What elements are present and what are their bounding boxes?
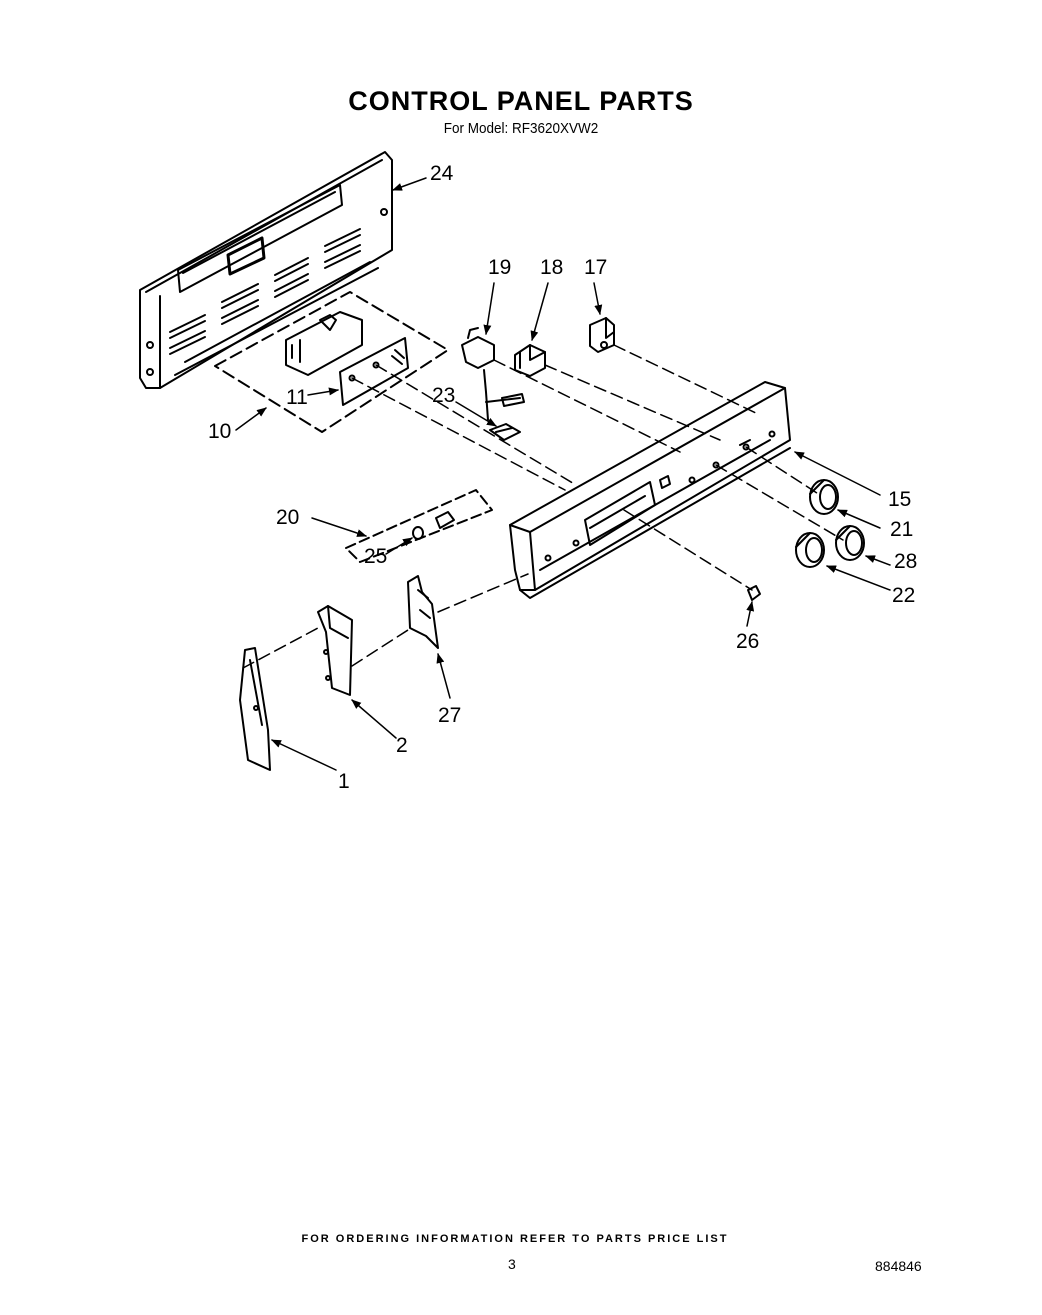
callout-1: 1 — [338, 770, 350, 793]
callout-27: 27 — [438, 704, 461, 727]
lamp-socket — [412, 511, 455, 540]
selector-switch — [514, 344, 546, 377]
thermostat — [589, 317, 615, 353]
callout-10: 10 — [208, 420, 231, 443]
callout-15: 15 — [888, 488, 911, 511]
wire-clip — [489, 423, 521, 441]
callout-22: 22 — [892, 584, 915, 607]
clip-26 — [747, 585, 761, 601]
knob-22 — [795, 532, 825, 568]
end-trim-1 — [239, 647, 271, 771]
end-cap-2 — [317, 605, 353, 696]
clock-timer — [285, 311, 409, 406]
callout-20: 20 — [276, 506, 299, 529]
callout-25: 25 — [364, 545, 387, 568]
callout-24: 24 — [430, 162, 454, 185]
callout-17: 17 — [584, 256, 607, 279]
callout-26: 26 — [736, 630, 759, 653]
control-panel-channel — [509, 381, 791, 599]
callout-28: 28 — [894, 550, 917, 573]
callout-23: 23 — [432, 384, 455, 407]
knob-21 — [809, 479, 839, 515]
callout-19: 19 — [488, 256, 511, 279]
infinite-switch — [461, 327, 525, 421]
timer-assembly-box — [214, 291, 449, 433]
callout-18: 18 — [540, 256, 563, 279]
model-subtitle: For Model: RF3620XVW2 — [443, 120, 599, 137]
backguard-panel — [139, 151, 393, 389]
callout-11: 11 — [286, 386, 308, 409]
callout-21: 21 — [890, 518, 913, 541]
knob-28 — [835, 525, 865, 561]
document-number: 884846 — [875, 1258, 922, 1274]
lamp-kit-box — [345, 489, 493, 563]
callout-2: 2 — [396, 734, 408, 757]
page-title: CONTROL PANEL PARTS — [348, 86, 694, 116]
bracket-27 — [407, 575, 439, 649]
ordering-info-note: FOR ORDERING INFORMATION REFER TO PARTS … — [301, 1233, 729, 1245]
page-number: 3 — [508, 1256, 516, 1272]
